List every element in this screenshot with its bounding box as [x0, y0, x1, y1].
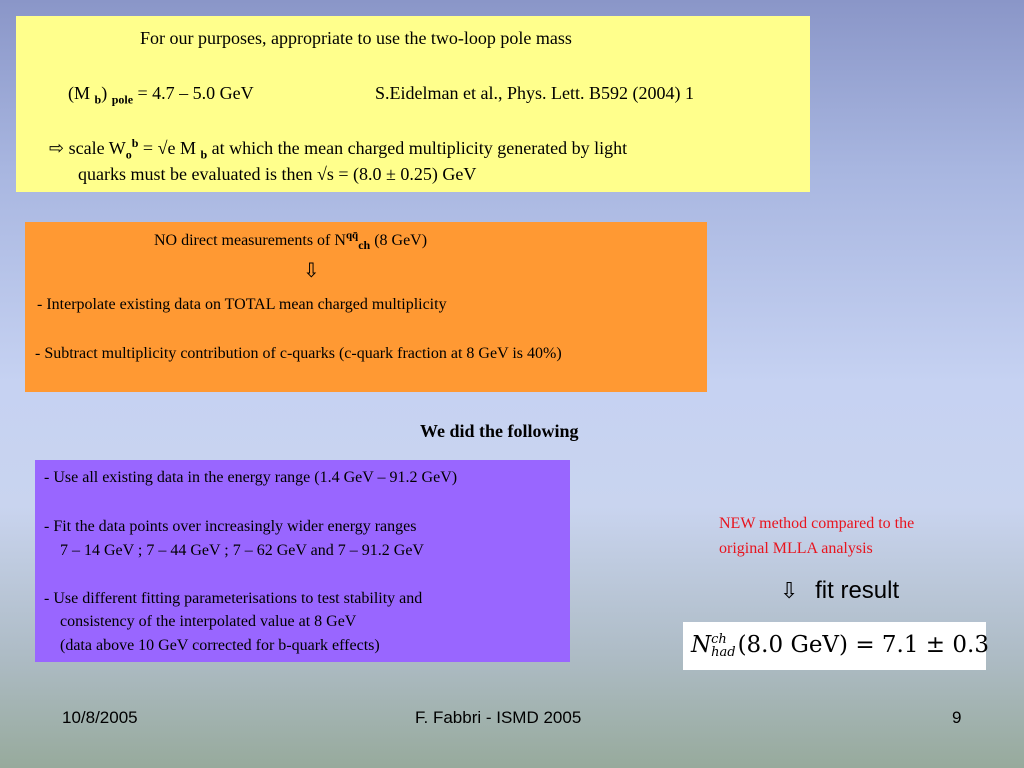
- new-method-note: NEW method compared to the original MLLA…: [719, 511, 914, 561]
- reference-citation: S.Eidelman et al., Phys. Lett. B592 (200…: [375, 83, 694, 103]
- pole-mass-value: (M b) pole = 4.7 – 5.0 GeV: [68, 83, 254, 107]
- footer-title: F. Fabbri - ISMD 2005: [415, 708, 582, 727]
- step-line: 7 – 14 GeV ; 7 – 44 GeV ; 7 – 62 GeV and…: [60, 542, 424, 559]
- page-number: 9: [952, 708, 962, 727]
- step-line: (data above 10 GeV corrected for b-quark…: [60, 637, 380, 654]
- scale-line: ⇨ scale Wob = √e M b at which the mean c…: [49, 136, 628, 162]
- step-line: consistency of the interpolated value at…: [60, 613, 357, 630]
- sqrt-s-line: quarks must be evaluated is then √s = (8…: [78, 164, 477, 184]
- pole-mass-box: For our purposes, appropriate to use the…: [16, 16, 810, 192]
- section-heading: We did the following: [420, 421, 579, 441]
- no-direct-measurement-box: NO direct measurements of Nqq̄ch (8 GeV)…: [25, 222, 707, 392]
- new-method-line: original MLLA analysis: [719, 540, 873, 557]
- fit-result-label: ⇩ fit result: [780, 577, 900, 604]
- down-arrow-icon: ⇩: [303, 258, 320, 282]
- footer-date: 10/8/2005: [62, 708, 138, 727]
- down-arrow-icon: ⇩: [780, 579, 799, 604]
- subtract-line: - Subtract multiplicity contribution of …: [35, 345, 562, 362]
- interpolate-line: - Interpolate existing data on TOTAL mea…: [37, 296, 447, 313]
- method-steps-box: - Use all existing data in the energy ra…: [35, 460, 570, 662]
- step-line: - Use different fitting parameterisation…: [44, 590, 423, 607]
- new-method-line: NEW method compared to the: [719, 515, 915, 532]
- pole-mass-intro: For our purposes, appropriate to use the…: [140, 28, 572, 48]
- no-direct-measurement-line: NO direct measurements of Nqq̄ch (8 GeV): [154, 229, 428, 253]
- step-line: - Use all existing data in the energy ra…: [44, 469, 458, 486]
- right-arrow-icon: ⇨: [49, 138, 65, 159]
- step-line: - Fit the data points over increasingly …: [44, 518, 417, 535]
